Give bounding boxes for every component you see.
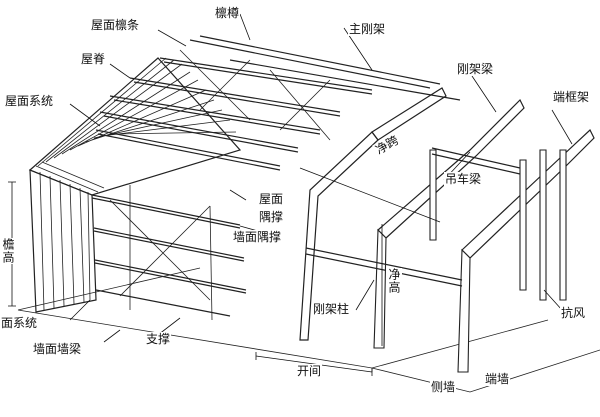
label-ridge: 屋脊	[80, 52, 107, 66]
label-wall-bracing: 墙面隅撑	[232, 230, 283, 244]
label-end-frame: 端框架	[552, 90, 591, 104]
label-brace: 支撑	[145, 332, 172, 346]
rigid-frames	[299, 87, 595, 373]
label-roof-system: 屋面系统	[4, 94, 55, 108]
label-crane-beam: 吊车梁	[444, 172, 483, 186]
label-bay: 开间	[296, 364, 323, 378]
label-main-frame: 主刚架	[348, 22, 387, 36]
wall-cladding	[29, 169, 97, 313]
crane-beam	[305, 147, 521, 287]
label-frame-beam: 刚架梁	[456, 62, 495, 76]
label-wall-system: 面系统	[0, 316, 39, 330]
label-clear-height: 净高	[386, 268, 402, 294]
wall-girts	[91, 185, 247, 321]
roof-purlins	[95, 35, 461, 171]
label-wind-column: 抗风	[560, 306, 587, 320]
floor-edge	[371, 349, 600, 393]
label-roof-bracing-2: 隅撑	[258, 210, 285, 224]
label-roof-purlin: 屋面檩条	[90, 18, 141, 32]
label-frame-column: 刚架柱	[312, 302, 351, 316]
label-end-wall: 端墙	[484, 372, 511, 386]
label-purlin: 檩樽	[214, 6, 241, 20]
label-side-wall: 侧墙	[430, 380, 457, 394]
leader-lines	[69, 13, 573, 343]
label-roof-bracing-1: 屋面	[258, 192, 285, 206]
label-height-left: 檐高	[0, 238, 16, 264]
label-wall-girt: 墙面墙梁	[32, 342, 83, 356]
